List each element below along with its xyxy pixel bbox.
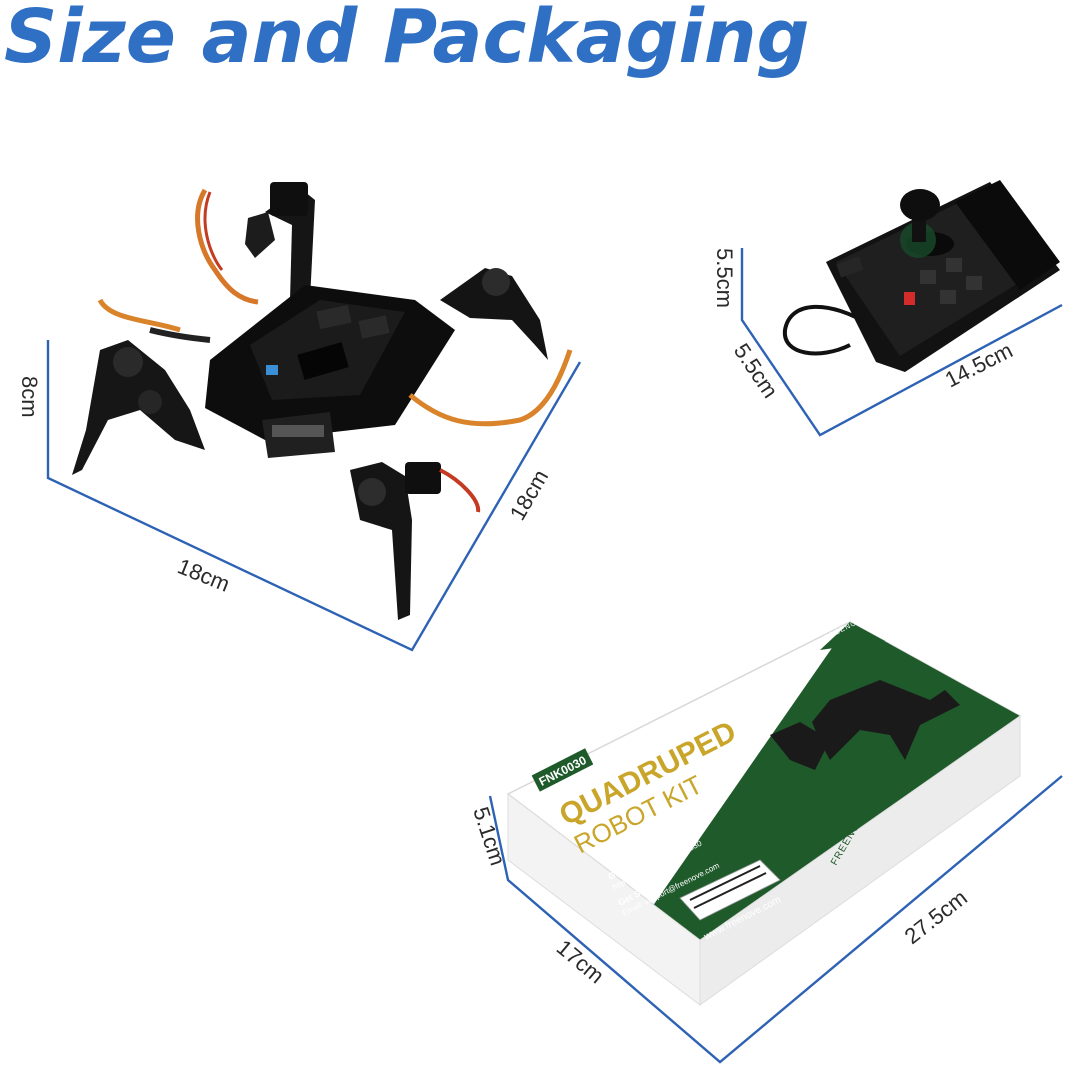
controller-length-label: 14.5cm (941, 337, 1017, 392)
controller-red-button (904, 292, 915, 305)
robot-depth-label: 18cm (505, 465, 554, 524)
controller-battery-holder (955, 180, 1060, 290)
controller-height-label: 5.5cm (712, 248, 737, 308)
box-side-long (699, 715, 1021, 1006)
box-height-label: 5.1cm (468, 804, 510, 869)
robot-leg-back-right (440, 268, 548, 360)
box-dimension-lines (488, 775, 1063, 1064)
joystick-cap (900, 189, 940, 221)
robot-dimension-lines (46, 340, 582, 652)
packaging-box-image: FNK0030 QUADRUPED ROBOT KIT Get Tutorial… (468, 614, 1063, 1064)
robot-height-label: 8cm (17, 376, 42, 418)
remote-controller-image: 5.5cm 5.5cm 14.5cm (712, 180, 1063, 437)
robot-width-label: 18cm (174, 553, 233, 596)
box-length-label: 27.5cm (900, 885, 972, 949)
quadruped-robot-image: 8cm 18cm 18cm (17, 182, 582, 652)
robot-servo (270, 182, 308, 216)
page-title: Size and Packaging (4, 0, 810, 80)
controller-dimension-lines (740, 248, 1063, 437)
box-robot-picture (812, 680, 960, 760)
robot-leg-front-left (72, 340, 205, 475)
